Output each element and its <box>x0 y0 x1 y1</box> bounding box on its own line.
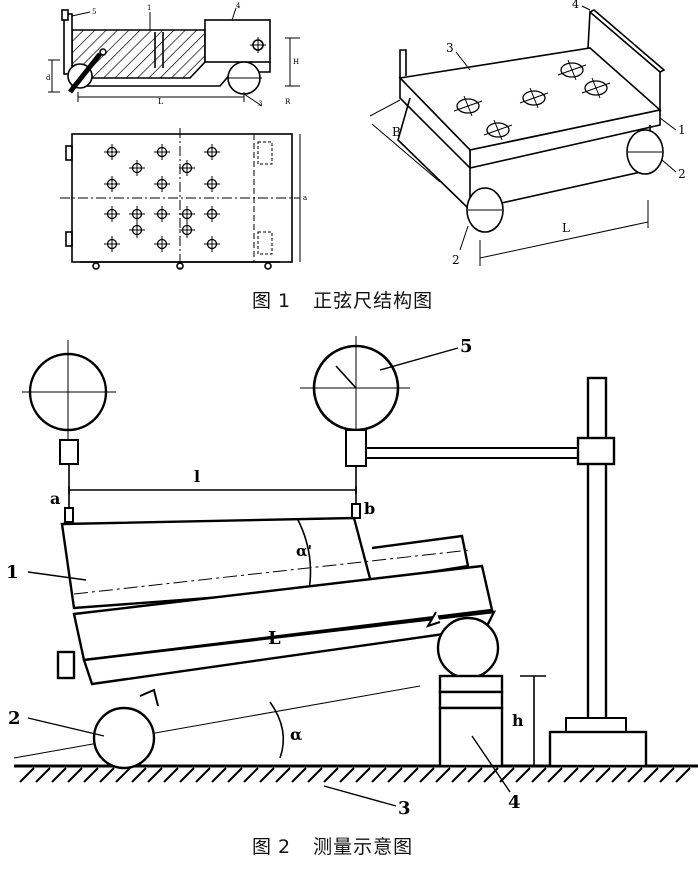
fig2-label-L: L <box>268 628 281 649</box>
figure1-caption-prefix: 图 <box>252 290 273 312</box>
fig1-side-label-3: 3 <box>258 100 262 108</box>
fig1-isometric-labels: 1 2 2 3 4 B L <box>392 0 686 267</box>
fig2-label-alpha: α <box>290 725 302 744</box>
fig2-label-h: h <box>512 711 524 730</box>
fig1-side-view-labels: 5 1 4 d H L 3 R <box>46 2 299 108</box>
fig1-isometric-view <box>369 5 677 266</box>
iso-hole-icon <box>584 80 608 96</box>
fig1-side-label-H: H <box>293 58 299 66</box>
fig1-plan-view <box>60 128 301 270</box>
fig2-label-1: 1 <box>6 562 19 583</box>
fig2-label-l: l <box>194 467 200 486</box>
fig1-plan-label-B: a <box>303 194 307 202</box>
fig1-side-label-4: 4 <box>236 2 241 10</box>
fig1-iso-label-2-left: 2 <box>452 253 460 267</box>
figure1-caption-text: 正弦尺结构图 <box>313 290 434 312</box>
iso-hole-icon <box>560 62 584 78</box>
fig2-label-2: 2 <box>8 708 21 729</box>
fig1-iso-label-2-right: 2 <box>678 167 686 181</box>
fig1-iso-label-B: B <box>392 125 401 139</box>
figure2-caption-number: 2 <box>278 836 292 858</box>
fig2-label-5: 5 <box>460 336 473 357</box>
fig2-labels: a b l L α α' h 1 2 3 4 5 <box>6 336 524 819</box>
figure2-caption-text: 测量示意图 <box>313 836 414 858</box>
fig1-side-view <box>48 7 300 107</box>
fig2-label-b: b <box>364 499 375 518</box>
figure1-caption-number: 1 <box>278 290 292 312</box>
fig1-side-label-5: 5 <box>92 8 96 16</box>
fig1-iso-label-3: 3 <box>446 41 454 55</box>
iso-hole-icon <box>456 98 480 114</box>
fig1-side-label-1: 1 <box>147 4 151 12</box>
fig1-iso-label-1: 1 <box>678 123 686 137</box>
fig1-side-label-R: R <box>285 98 291 106</box>
fig2-label-3: 3 <box>398 798 411 819</box>
fig2-diagram <box>13 336 698 807</box>
fig1-iso-label-L: L <box>562 221 570 235</box>
fig2-label-alpha-prime: α' <box>296 542 312 560</box>
iso-hole-icon <box>486 122 510 138</box>
fig1-side-label-L: L <box>158 97 164 106</box>
fig1-side-label-d: d <box>46 74 51 82</box>
iso-hole-icon <box>522 90 546 106</box>
figure2-caption-prefix: 图 <box>252 836 273 858</box>
fig2-label-4: 4 <box>508 792 521 813</box>
fig2-label-a: a <box>50 489 60 508</box>
fig1-iso-label-4: 4 <box>572 0 579 11</box>
